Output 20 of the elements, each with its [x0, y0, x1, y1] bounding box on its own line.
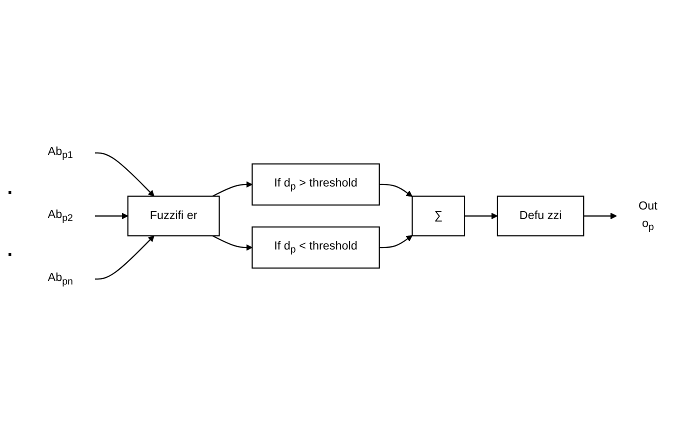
arrow	[212, 181, 252, 197]
node-box: Defu zzi	[496, 196, 584, 236]
ellipsis-dot: .	[6, 231, 14, 263]
node-box: If d$_{p}$ > threshold	[251, 163, 380, 206]
node-box: ∑	[412, 196, 465, 236]
ellipsis-dot: .	[6, 169, 14, 201]
node-text: Ab$_{p1}$	[48, 146, 73, 160]
arrow	[583, 212, 617, 220]
arrow	[379, 184, 412, 197]
node-text: Ab$_{p2}$	[48, 208, 73, 224]
arrow	[379, 235, 412, 248]
arrow	[94, 235, 154, 280]
arrow	[94, 212, 128, 220]
node-text: Out o$_{p}$	[638, 200, 658, 232]
node-box: Fuzzifi er	[127, 196, 220, 236]
arrow	[464, 212, 498, 220]
arrow	[94, 152, 154, 197]
node-box: If d$_{p}$ < threshold	[251, 226, 380, 269]
arrow	[212, 235, 252, 251]
node-text: Ab$_{pn}$	[48, 272, 73, 286]
